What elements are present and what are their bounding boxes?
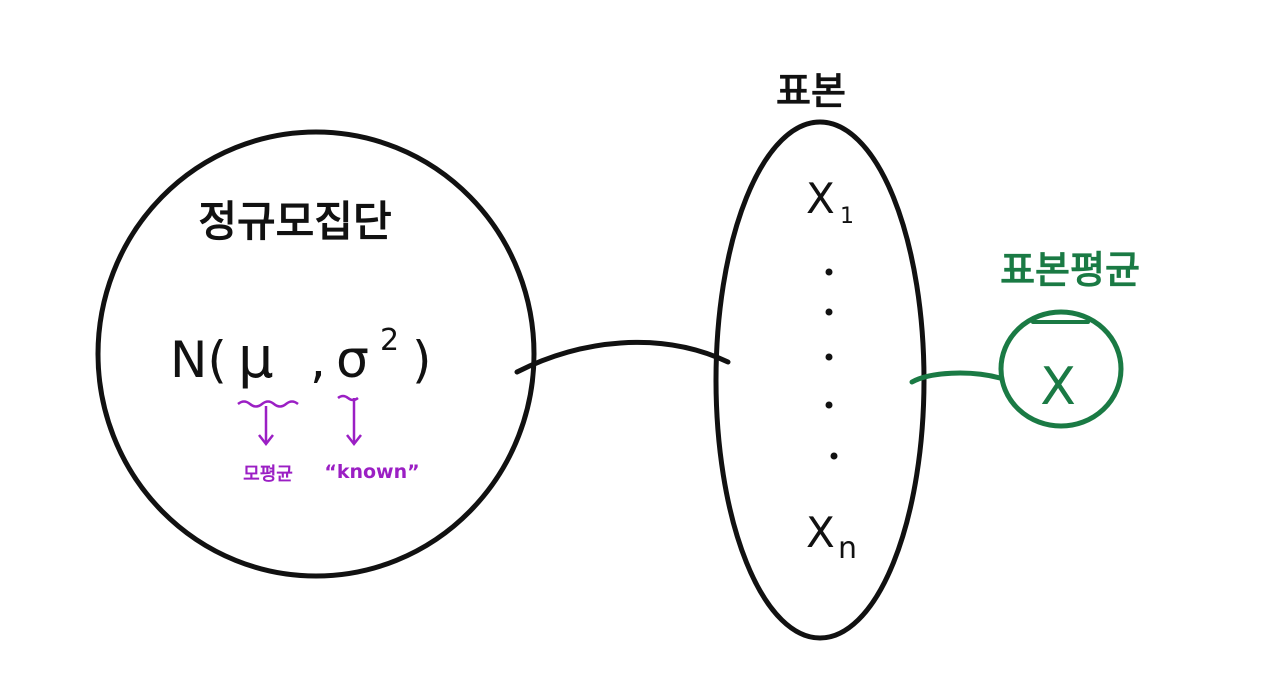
- close-paren: ): [412, 331, 432, 389]
- mu-symbol: μ: [238, 326, 274, 391]
- sample-mean-symbol: X: [1040, 357, 1076, 417]
- last-var-subscript: n: [838, 531, 857, 566]
- sigma-annotation-group: “known”: [324, 394, 420, 483]
- sigma-symbol: σ: [336, 330, 369, 390]
- sample-ellipse: [713, 119, 927, 641]
- first-var-label: X: [806, 174, 835, 223]
- mu-arrow-head: [258, 434, 274, 447]
- distribution-notation: N( μ , σ 2 ): [170, 323, 432, 391]
- mu-annotation-label: 모평균: [243, 464, 293, 485]
- ellipsis-dot: [825, 401, 833, 409]
- last-var-label: X: [806, 508, 835, 557]
- population-sample-connector: [514, 339, 731, 375]
- sample-mean-title: 표본평균: [1000, 248, 1140, 292]
- sigma-arrow-head: [346, 434, 362, 447]
- mu-wavy-underline: [237, 400, 299, 408]
- ellipsis-dot: [825, 308, 833, 316]
- mu-annotation-group: 모평균: [237, 400, 299, 485]
- first-var-subscript: 1: [840, 204, 854, 229]
- sample-first-element: X 1: [806, 174, 854, 229]
- distribution-prefix: N(: [170, 331, 227, 389]
- population-circle: [95, 129, 537, 579]
- ellipsis-dot: [825, 268, 833, 276]
- comma-symbol: ,: [310, 331, 326, 389]
- sample-mean-circle: [998, 309, 1124, 429]
- ellipsis-dot: [830, 452, 838, 460]
- population-title: 정규모집단: [198, 197, 391, 246]
- sample-last-element: X n: [806, 508, 857, 566]
- sample-title: 표본: [776, 69, 846, 113]
- sample-mean-connector: [909, 370, 1003, 385]
- sample-ellipsis-dots: [825, 268, 838, 460]
- ellipsis-dot: [825, 353, 833, 361]
- sigma-annotation-label: “known”: [324, 461, 419, 483]
- sigma-power: 2: [380, 323, 399, 358]
